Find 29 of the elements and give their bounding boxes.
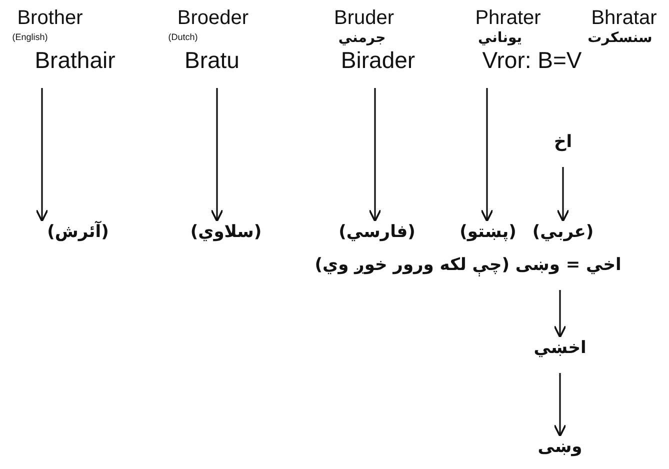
arrow <box>556 167 570 222</box>
arrow <box>480 88 494 222</box>
word-text: اخښي <box>534 340 586 357</box>
word-text: (عربي) <box>532 224 594 241</box>
word-text: وښی <box>538 439 582 456</box>
word-text: Bhratar <box>591 8 657 28</box>
word-text: سنسکرت <box>588 31 652 45</box>
word-text: اخي = وښی (چې لکه ورور خوږ وي) <box>314 257 622 274</box>
arrow <box>368 88 382 222</box>
arrow <box>554 290 566 338</box>
word-text: جرمني <box>338 31 386 45</box>
word-text: Bratu <box>184 49 240 72</box>
word-text: Broeder <box>177 8 249 28</box>
word-text: اخ <box>554 134 572 151</box>
word-text: Brathair <box>34 49 116 72</box>
arrow <box>554 373 566 438</box>
word-text: (فارسي) <box>338 224 416 241</box>
word-text: Birader <box>340 49 416 72</box>
word-text: یوناني <box>478 31 522 45</box>
arrow <box>36 88 48 222</box>
arrow <box>210 88 224 222</box>
word-text: Vror: B=V <box>482 49 582 72</box>
word-text: (Dutch) <box>168 33 198 42</box>
word-text: (پښتو) <box>460 224 516 241</box>
word-text: (English) <box>12 33 48 42</box>
word-text: Bruder <box>334 8 394 28</box>
word-text: (سلاوي) <box>190 224 262 241</box>
word-text: Phrater <box>475 8 541 28</box>
word-text: Brother <box>17 8 83 28</box>
